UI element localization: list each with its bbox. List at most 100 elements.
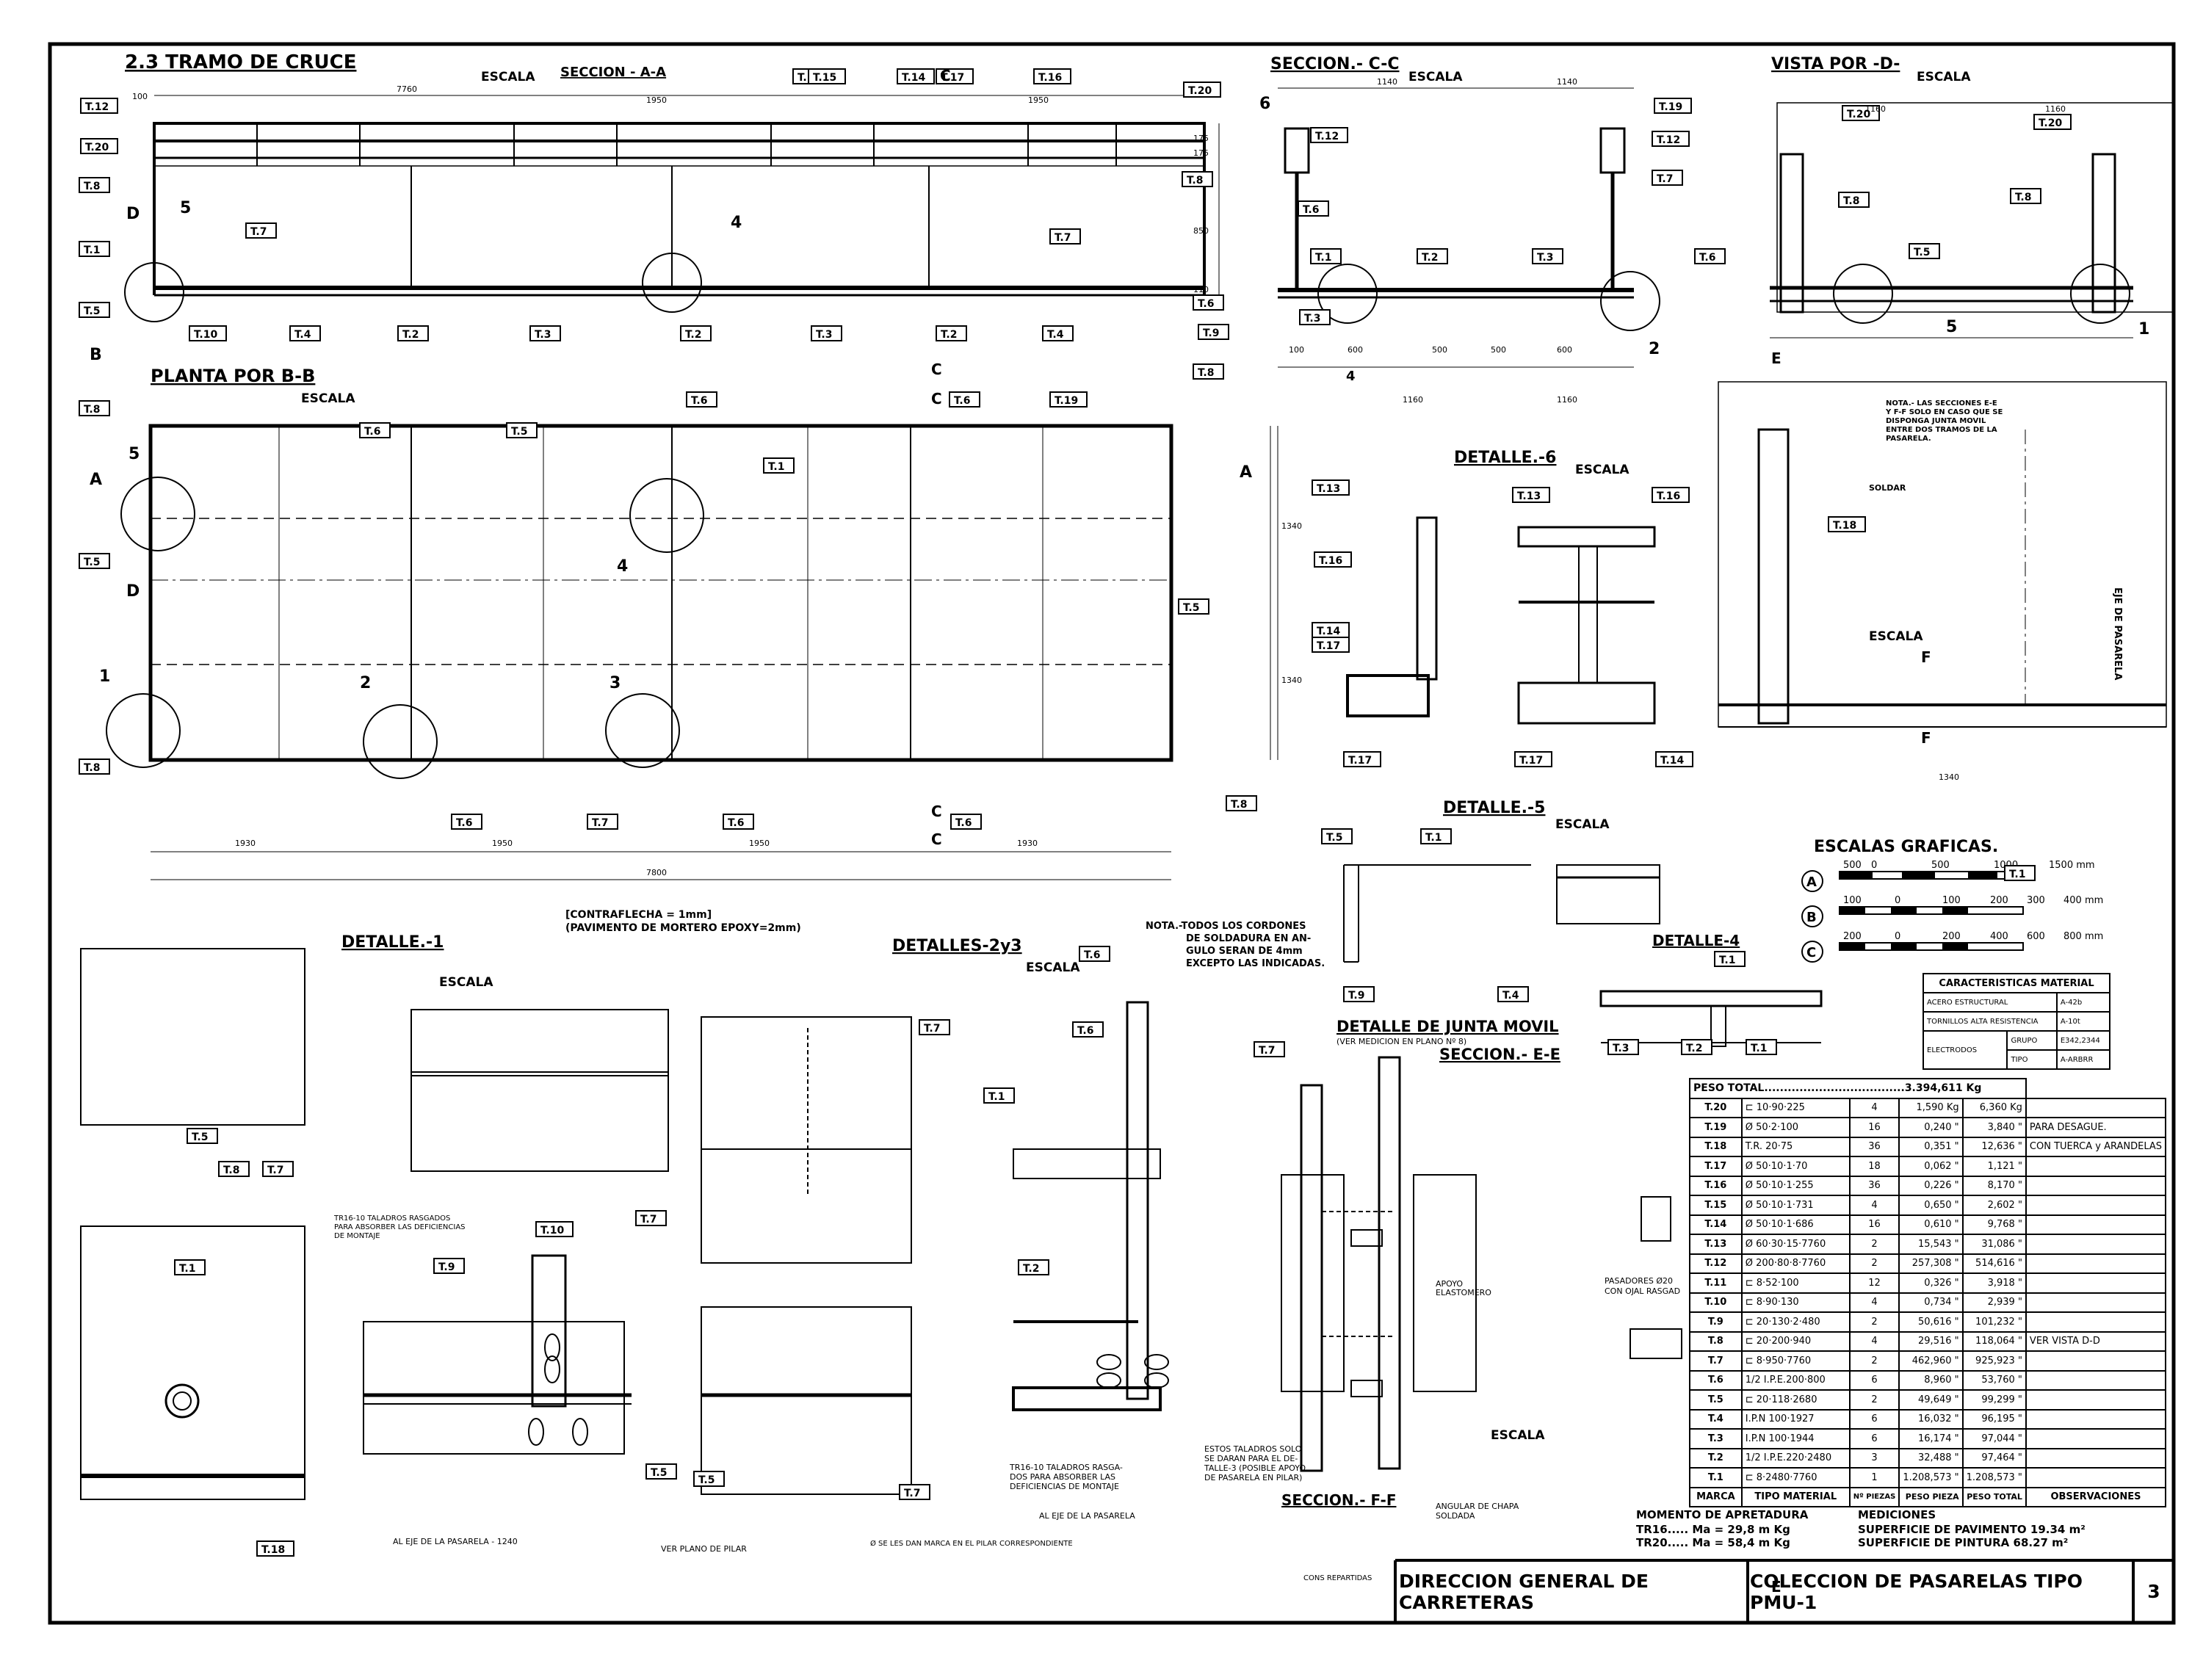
part-mark-box [359, 422, 391, 438]
part-mark-label: T.3 [1304, 313, 1320, 325]
eje-pasarela-1240: AL EJE DE LA PASARELA - 1240 [393, 1537, 518, 1546]
bom-cell-total: 9,768 " [1961, 1214, 2027, 1235]
section-letter: F [1921, 729, 1931, 747]
part-mark-label: T.5 [84, 305, 100, 317]
part-mark: T.8 [79, 758, 110, 775]
part-mark: T.2 [397, 325, 429, 341]
bom-cell-marca: T.16 [1689, 1175, 1743, 1196]
bom-cell-obs [2025, 1428, 2167, 1449]
apretadura-tr20: TR20..... Ma = 58,4 m Kg [1636, 1536, 1790, 1549]
bom-cell-obs: VER VISTA D-D [2025, 1330, 2167, 1352]
dimension-label: 1340 [1281, 521, 1302, 531]
bom-cell-obs [2025, 1097, 2167, 1118]
bom-cell-n: 2 [1848, 1350, 1900, 1372]
part-mark: T.7 [919, 1019, 950, 1035]
dimension-label: 1340 [1281, 676, 1302, 685]
part-mark: T.7 [1652, 170, 1683, 186]
part-mark-label: T.1 [988, 1091, 1005, 1103]
section-letter: E [1771, 350, 1782, 367]
bom-cell-peso: 0,226 " [1898, 1175, 1964, 1196]
part-mark-box [79, 177, 110, 193]
part-mark-box [1193, 294, 1224, 311]
part-mark-box [1178, 598, 1209, 615]
apretadura-title: MOMENTO DE APRETADURA [1636, 1508, 1809, 1521]
part-mark-box [936, 325, 967, 341]
part-mark-box [1652, 131, 1690, 147]
detail-callout-number: 4 [731, 214, 742, 232]
dimension-label: 1950 [646, 95, 667, 105]
part-mark: T.3 [1299, 309, 1331, 325]
angular-label-1: ANGULAR DE CHAPA [1436, 1502, 1519, 1511]
part-mark: T.14 [1655, 751, 1693, 767]
part-mark: T.1 [1420, 828, 1452, 844]
junta-movil-drawing [1281, 1056, 1682, 1472]
escala-label: ESCALA [1575, 463, 1629, 477]
dimension-label: 1930 [235, 839, 256, 848]
part-mark: T.9 [433, 1258, 465, 1274]
part-mark: T.6 [1079, 946, 1110, 962]
part-mark-label: T.1 [84, 245, 100, 256]
bom-cell-peso: 0,240 " [1898, 1117, 1964, 1138]
detalle-4-title: DETALLE-4 [1652, 932, 1740, 949]
part-mark-box [808, 68, 846, 84]
part-mark-label: T.1 [768, 461, 784, 473]
part-mark: T.9 [1343, 986, 1375, 1002]
detail-callout-number: 5 [129, 445, 140, 463]
dimension-label: 7800 [646, 868, 667, 877]
part-mark-box [1838, 192, 1870, 208]
bom-cell-total: 2,939 " [1961, 1292, 2027, 1313]
apoyo-label-2: ELASTOMERO [1436, 1288, 1491, 1297]
part-mark: T.1 [174, 1259, 206, 1275]
part-mark-box [1417, 248, 1448, 264]
part-mark-box [79, 400, 110, 416]
part-mark-box [1652, 170, 1683, 186]
cordones-note-4: EXCEPTO LAS INDICADAS. [1186, 958, 1325, 969]
part-mark-label: T.5 [511, 426, 527, 438]
part-mark-box [1049, 391, 1088, 408]
bom-cell-marca: T.13 [1689, 1234, 1743, 1255]
scale-letter-c: C [1806, 945, 1816, 960]
detail-callout-number: 1 [99, 667, 110, 686]
part-mark-label: T.6 [1198, 298, 1214, 310]
taladros-note-1a: TR16-10 TALADROS RASGADOS [333, 1214, 450, 1223]
title-block-collection: COLECCION DE PASARELAS TIPO PMU-1 [1750, 1570, 2083, 1613]
part-mark-box [1193, 363, 1224, 380]
bom-cell-tipo: ⊏ 8·52·100 [1740, 1272, 1851, 1294]
dimension-label: 1160 [1557, 395, 1577, 405]
part-mark-box [218, 1161, 250, 1177]
part-mark: T.17 [1343, 751, 1381, 767]
part-mark: T.8 [1193, 363, 1224, 380]
apoyo-label-1: APOYO [1436, 1279, 1463, 1289]
bom-cell-tipo: Ø 50·2·100 [1740, 1117, 1851, 1138]
secciones-ef-note-2: Y F-F SOLO EN CASO QUE SE [1885, 408, 2003, 416]
bom-cell-tipo: Ø 50·10·1·731 [1740, 1195, 1851, 1216]
scale-c-tick: 200 [1942, 931, 1961, 942]
angular-label-2: SOLDADA [1436, 1511, 1475, 1521]
part-mark-box [1828, 516, 1866, 532]
part-mark: T.1 [1310, 248, 1342, 264]
eje-pasarela-label: EJE DE PASARELA [2112, 587, 2123, 680]
part-mark: T.13 [1512, 487, 1550, 503]
bom-cell-marca: T.8 [1689, 1330, 1743, 1352]
part-mark: T.1 [1746, 1039, 1777, 1055]
escala-label: ESCALA [1491, 1428, 1545, 1443]
part-mark-label: T.20 [1188, 85, 1212, 97]
part-mark: T.8 [2010, 188, 2041, 204]
bom-cell-tipo: 1/2 I.P.E.200·800 [1740, 1369, 1851, 1391]
scale-b-tick: 200 [1990, 895, 2008, 906]
bom-cell-marca: T.3 [1689, 1428, 1743, 1449]
view-d-drawing [1770, 102, 2174, 338]
dimension-label: 1160 [2045, 104, 2066, 114]
part-mark-label: T.9 [438, 1261, 455, 1273]
part-mark-box [535, 1221, 574, 1237]
part-mark-label: T.15 [813, 72, 836, 84]
section-letter: F [1921, 648, 1931, 666]
scale-b-tick: 100 [1843, 895, 1862, 906]
part-mark-box [1042, 325, 1074, 341]
